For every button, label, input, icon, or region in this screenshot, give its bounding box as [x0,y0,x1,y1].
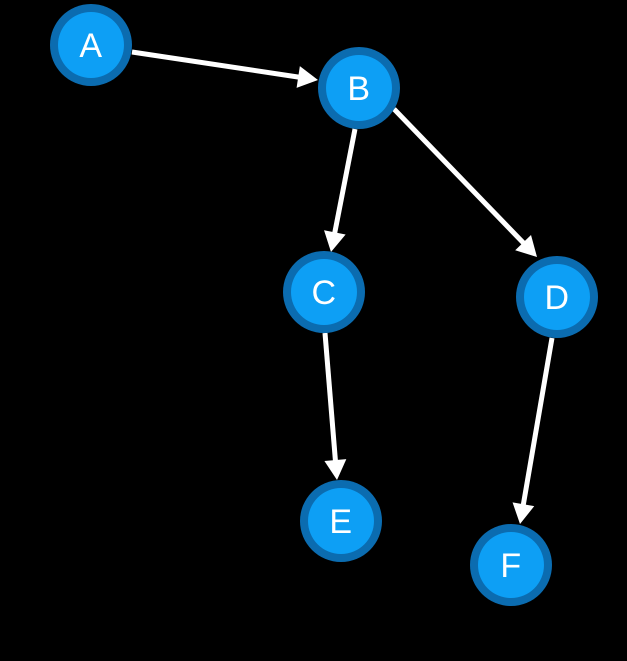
arrowhead-icon [324,459,347,480]
edge-line [322,332,339,464]
arrowhead-icon [512,502,535,524]
graph-node-d[interactable]: D [516,256,598,338]
graph-node-a[interactable]: A [50,4,132,86]
node-fill [478,532,544,598]
graph-edge [131,49,318,88]
graph-edge [392,107,537,257]
graph-node-f[interactable]: F [470,524,552,606]
arrowhead-icon [296,66,318,88]
node-fill [524,264,590,330]
node-label: E [329,503,352,541]
edge-line [331,128,358,236]
edge-line [520,337,555,508]
graph-node-e[interactable]: E [300,480,382,562]
node-label: C [311,274,336,312]
nodes-layer: A B C D E F [50,4,598,606]
arrowhead-icon [324,230,346,252]
node-fill [308,488,374,554]
edge-line [131,49,302,80]
node-label: D [544,279,569,317]
node-label: B [347,70,370,108]
node-label: A [79,27,102,65]
graph-edge [324,128,358,252]
node-fill [291,259,357,325]
graph-node-c[interactable]: C [283,251,365,333]
node-fill [58,12,124,78]
graph-edge [322,332,347,480]
edge-line [392,107,527,247]
node-fill [326,55,392,121]
node-label: F [500,547,521,585]
graph-node-b[interactable]: B [318,47,400,129]
arrowhead-icon [515,234,537,257]
graph-edge [512,337,555,524]
edges-layer [131,49,555,524]
